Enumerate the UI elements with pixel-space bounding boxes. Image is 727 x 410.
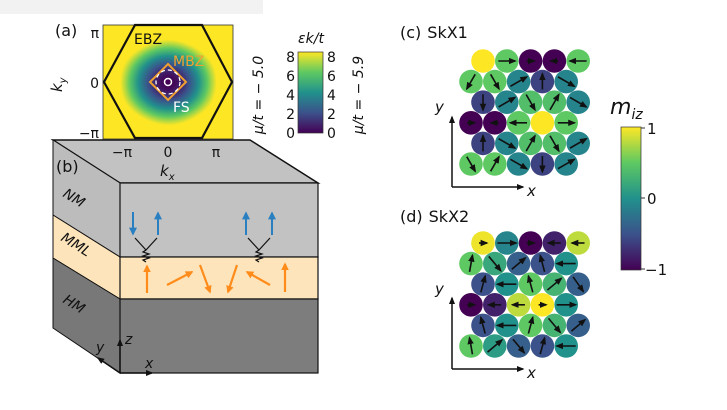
m-tick-label: 0	[647, 190, 657, 208]
colorbar-tick-label: 2	[286, 107, 295, 123]
spin-arrow	[549, 135, 560, 153]
z-axis-label: z	[124, 332, 133, 348]
colorbar-title: εk/t	[298, 31, 324, 47]
panel-c-label: (c)SkX1	[400, 23, 468, 42]
panel-b-label: (b)	[56, 157, 79, 176]
spin-arrow	[468, 253, 475, 273]
ebz-hexagon	[102, 23, 234, 140]
panel-a: (a) EBZ MBZ FS π 0 −π ky −π 0 π kx μ/t =…	[48, 21, 367, 183]
mbz-label: MBZ	[173, 54, 204, 70]
spin-arrow	[467, 336, 474, 355]
dispersion-heatmap	[103, 25, 233, 139]
y-axis-label: y	[434, 98, 445, 116]
xtick-label: −π	[112, 145, 133, 161]
spin-arrow	[569, 96, 588, 108]
ytick-label: 0	[90, 76, 99, 92]
colorbar-tick-label: 0	[286, 126, 295, 142]
mu-right-label: μ/t = − 5.9	[351, 56, 367, 135]
x-axis-label: x	[526, 182, 536, 200]
colorbar-tick-label: 6	[327, 69, 336, 85]
spin-arrow	[525, 134, 536, 152]
x-axis-label: x	[144, 356, 154, 372]
m-tick-label: 1	[647, 120, 657, 138]
spin-arrow	[510, 158, 529, 170]
mml-layer	[119, 256, 319, 300]
spin-site	[471, 49, 495, 73]
colorbar-tick-label: 6	[286, 69, 295, 85]
energy-colorbar-ticks: 8 6 4 2 0 8 6 4 2 0	[286, 50, 336, 142]
spin-arrow	[526, 274, 534, 293]
panel-b: (b) NM MML HM z y x	[50, 139, 321, 376]
m-tick-label: −1	[645, 261, 667, 279]
panel-d-label: (d)SkX2	[400, 207, 469, 226]
ebz-label: EBZ	[134, 32, 162, 48]
mbz-diamond	[148, 62, 188, 102]
m-colorbar	[620, 126, 642, 271]
spin-arrow	[547, 317, 562, 334]
spin-arrow	[488, 255, 502, 272]
panel-a-label: (a)	[55, 21, 77, 40]
x-axis-label: x	[526, 364, 536, 382]
spin-site	[530, 111, 555, 135]
y-axis-label: y	[434, 280, 445, 298]
x-axis-label: kx	[160, 162, 175, 183]
spin-arrow	[525, 94, 536, 112]
colorbar-tick-label: 4	[286, 88, 295, 104]
skx2-lattice	[459, 231, 590, 358]
spin-arrow	[489, 155, 500, 172]
spin-arrow	[479, 315, 486, 334]
ytick-label: −π	[79, 126, 100, 142]
spin-arrow	[466, 156, 477, 173]
spin-arrow	[538, 253, 546, 272]
fs-circle	[155, 69, 181, 95]
colorbar-tick-label: 2	[327, 107, 336, 123]
colorbar-tick-label: 8	[327, 50, 336, 66]
coordinate-axes	[96, 338, 154, 376]
energy-colorbar	[297, 51, 324, 134]
colorbar-tick-label: 8	[286, 50, 295, 66]
spin-arrow	[572, 276, 585, 293]
fs-inner-circle	[163, 77, 173, 87]
exchange-interaction-lines	[134, 237, 271, 263]
spin-arrow	[512, 338, 526, 354]
panel-c: (c)SkX1 y x	[400, 23, 590, 200]
hm-layer	[119, 298, 319, 374]
colorbar-tick-label: 0	[327, 126, 336, 142]
spin-arrow	[510, 76, 529, 88]
colorbar-tick-label: 4	[327, 88, 336, 104]
ytick-label: π	[91, 26, 100, 42]
xtick-label: 0	[164, 145, 173, 161]
top-strip	[0, 0, 263, 14]
skx1-lattice	[459, 49, 590, 176]
fs-label: FS	[173, 100, 190, 116]
electron-spin-pairs	[129, 211, 276, 236]
spin-arrow	[569, 137, 588, 149]
spin-arrow	[498, 96, 517, 108]
nm-layer	[119, 182, 319, 258]
spin-arrow	[549, 93, 560, 111]
spin-arrow	[557, 76, 576, 88]
spin-arrow	[527, 315, 535, 334]
spin-arrow	[539, 336, 547, 355]
spin-arrow	[546, 277, 563, 291]
y-axis-label: y	[95, 340, 105, 356]
m-colorbar-group: miz 1 0 −1	[610, 95, 667, 279]
panel-d: (d)SkX2 y x	[400, 207, 590, 382]
spin-arrow	[557, 158, 576, 170]
spin-arrow	[465, 73, 476, 91]
m-colorbar-title: miz	[610, 95, 643, 123]
spin-arrow	[487, 338, 504, 353]
xtick-label: π	[212, 145, 221, 161]
spin-arrow	[511, 256, 527, 270]
spin-arrow	[498, 137, 517, 149]
spin-arrow	[570, 318, 587, 332]
local-moment-arrows	[143, 262, 289, 294]
spin-arrow	[480, 274, 487, 293]
spin-arrow	[489, 73, 500, 91]
mu-left-label: μ/t = − 5.0	[251, 56, 267, 135]
y-axis-label: ky	[48, 76, 69, 92]
